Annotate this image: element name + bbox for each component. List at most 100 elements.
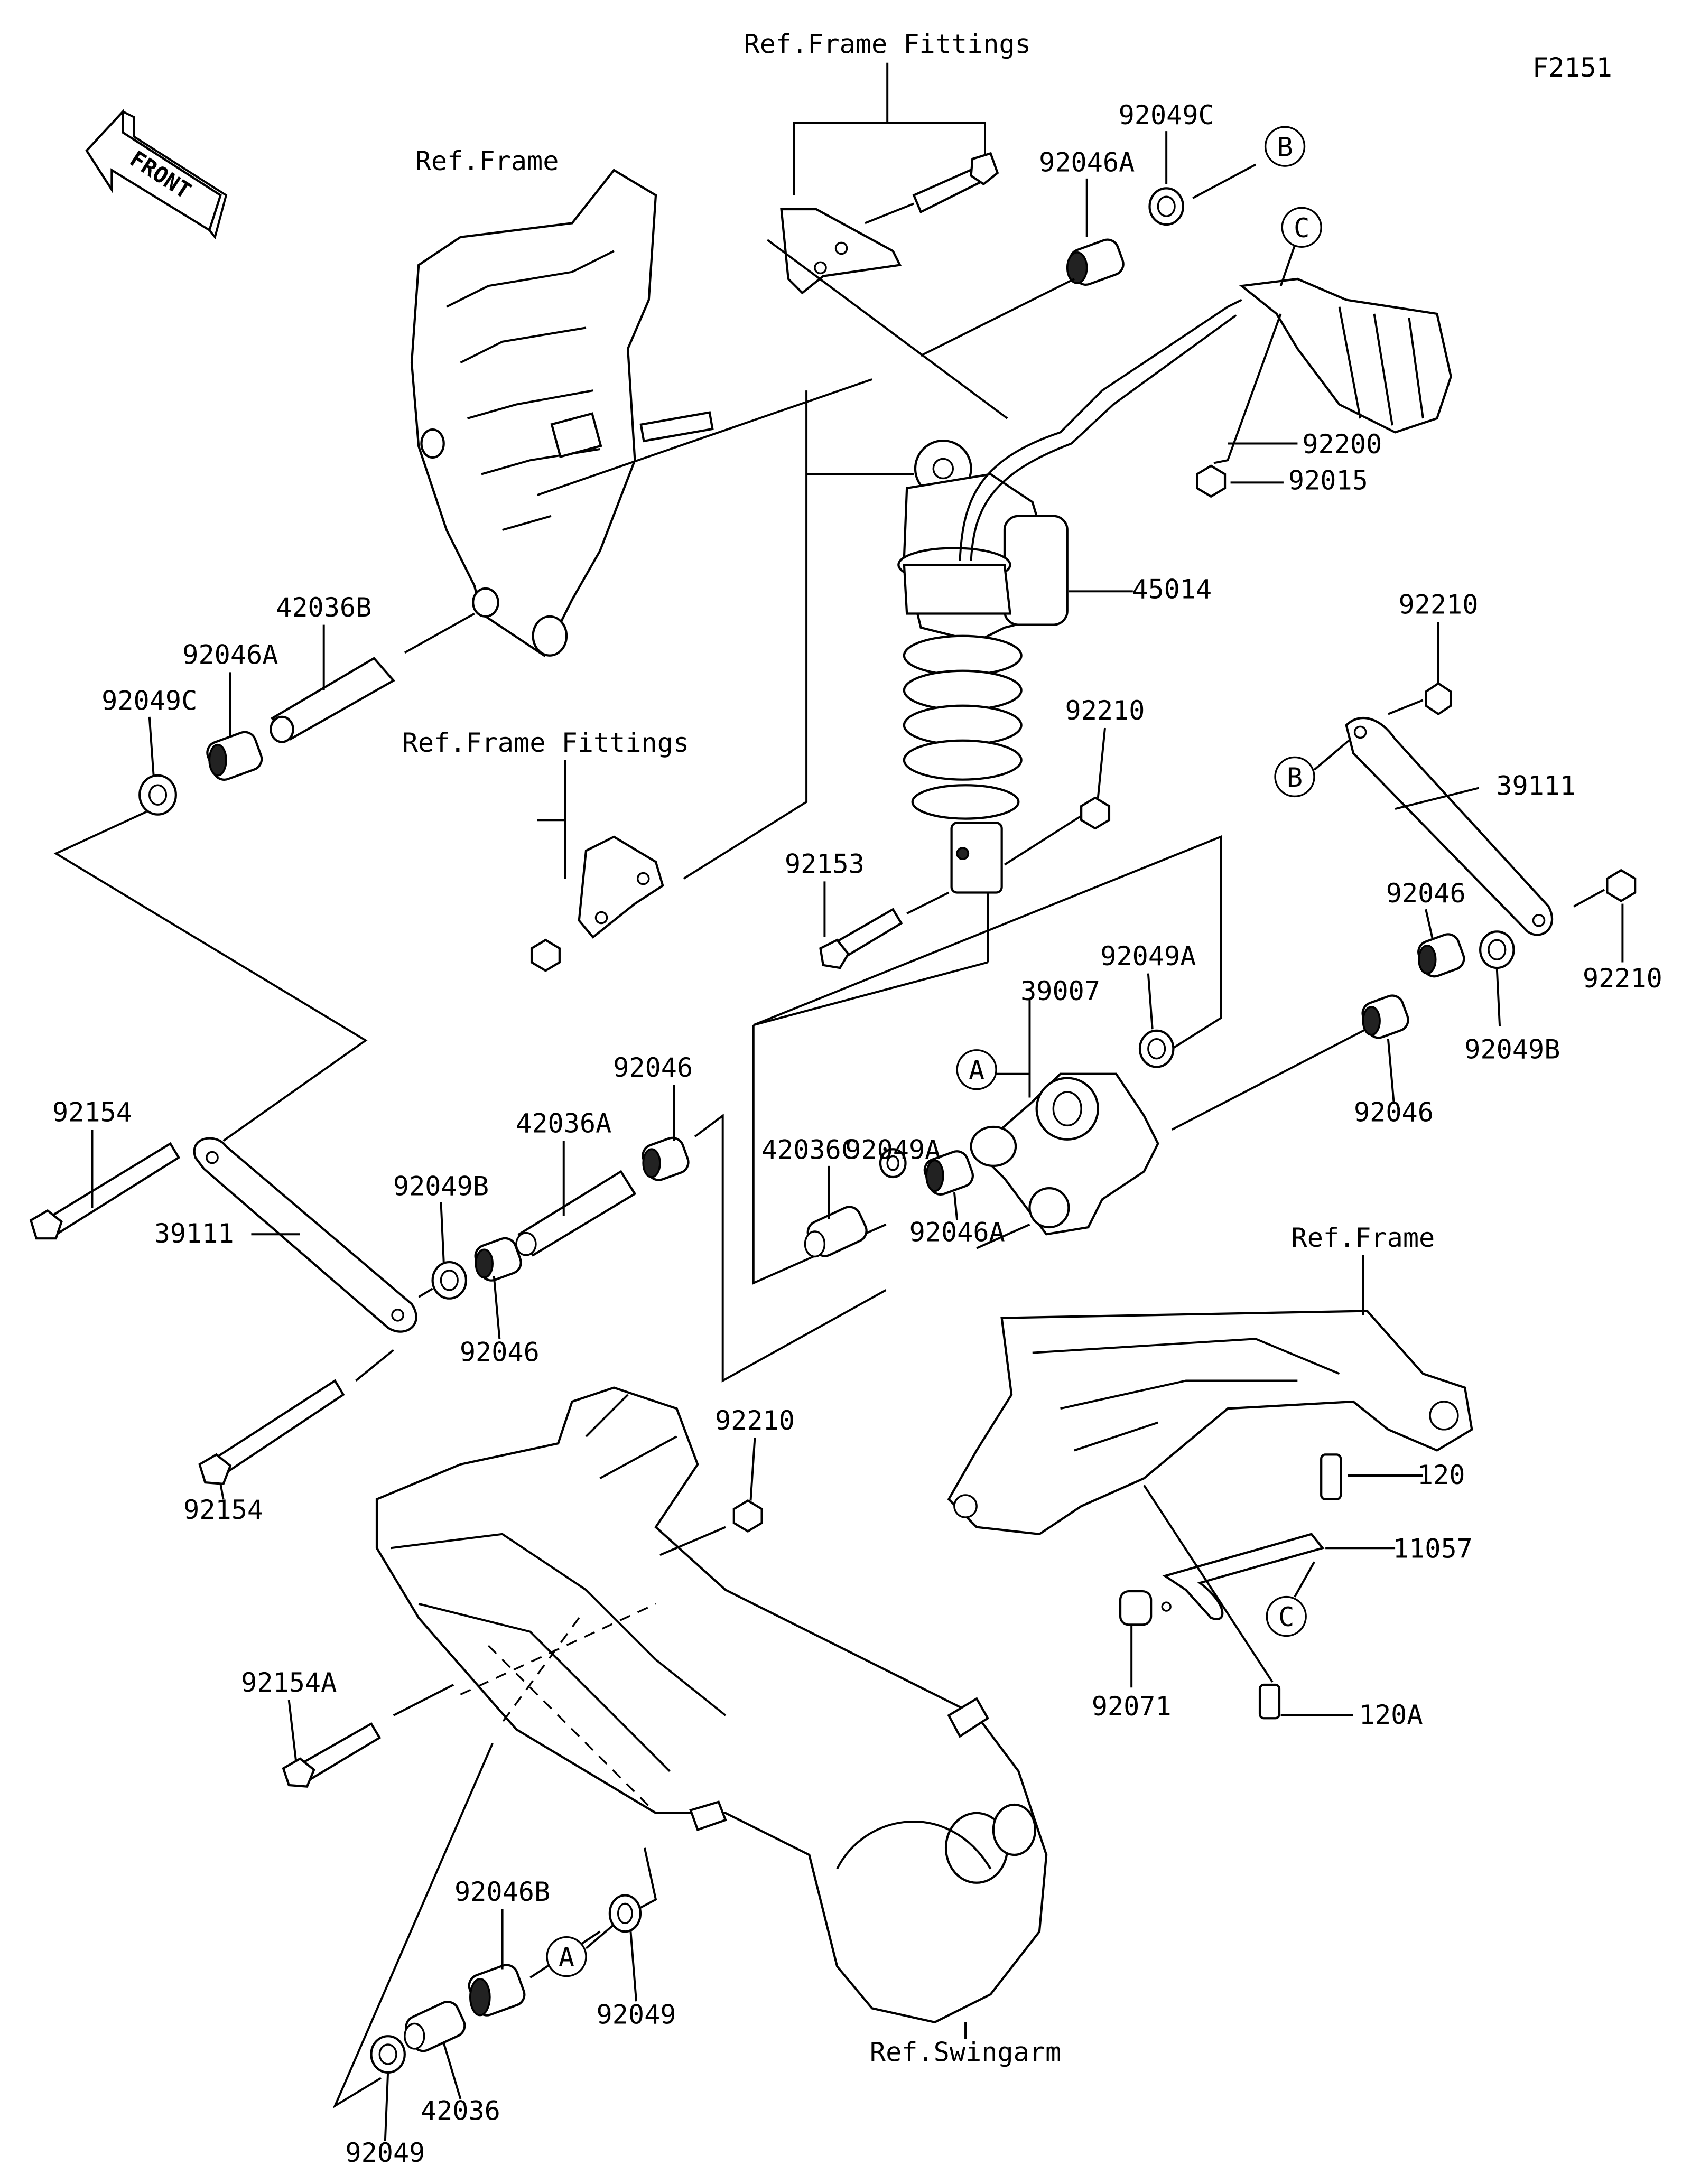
diagram-id: F2151 [1532, 52, 1612, 83]
callout-letter-c1: C [1294, 212, 1309, 244]
bracket-line [793, 122, 986, 195]
leader-line [1192, 163, 1257, 199]
part-number-92210[interactable]: 92210 [1583, 963, 1662, 994]
leader-line [1313, 738, 1351, 771]
callout-circle-c1 [1281, 207, 1322, 248]
callout-circle-a1 [956, 1049, 997, 1090]
seal-92049-lower [370, 2035, 406, 2074]
leader-line [1294, 1561, 1315, 1598]
tie-rod-39111-left [193, 1137, 417, 1333]
part-number-92015[interactable]: 92015 [1288, 465, 1368, 496]
shock-remote-adjuster [1213, 277, 1452, 464]
ref-swingarm: Ref.Swingarm [870, 2037, 1061, 2068]
leader-line [749, 1438, 756, 1501]
frame-fitting-bracket-top [780, 208, 902, 295]
leader-line [629, 1931, 637, 2002]
ref-frame-top: Ref.Frame [415, 145, 559, 176]
seal-92049A-left [879, 1148, 907, 1179]
bearing-92046B [468, 1964, 526, 2017]
part-number-92049[interactable]: 92049 [345, 2137, 425, 2168]
part-number-92154A[interactable]: 92154A [241, 1667, 337, 1698]
part-number-92046[interactable]: 92046 [1354, 1096, 1434, 1127]
part-number-39007[interactable]: 39007 [1020, 975, 1100, 1006]
bolt-92154-bottom [198, 1379, 345, 1486]
part-number-92210[interactable]: 92210 [1065, 695, 1145, 726]
collar-42036 [404, 2001, 466, 2052]
part-number-92046B[interactable]: 92046B [454, 1876, 550, 1907]
part-number-120A[interactable]: 120A [1359, 1699, 1423, 1730]
swingarm [375, 1386, 1048, 2024]
callout-circle-b2 [1274, 756, 1315, 798]
nut-92015 [1196, 464, 1227, 498]
part-number-39111[interactable]: 39111 [1496, 770, 1576, 801]
part-number-92049A[interactable]: 92049A [845, 1134, 941, 1165]
part-number-120[interactable]: 120 [1417, 1459, 1465, 1490]
bolt-120A [1258, 1683, 1281, 1720]
callout-letter-c2: C [1278, 1601, 1294, 1632]
part-number-92200[interactable]: 92200 [1302, 428, 1382, 460]
rocker-arm-39007 [970, 1072, 1159, 1236]
leader-line [384, 2072, 389, 2141]
part-number-11057[interactable]: 11057 [1393, 1533, 1473, 1564]
leader-line [287, 1700, 297, 1760]
collar-42036C [804, 1206, 868, 1258]
nut-92210-right [1606, 869, 1637, 902]
frame-part-right [947, 1310, 1473, 1536]
part-number-92049A[interactable]: 92049A [1100, 940, 1196, 972]
part-number-92049C[interactable]: 92049C [101, 685, 197, 716]
leader-line [1495, 969, 1501, 1027]
collar-42036B [270, 657, 395, 743]
front-arrow-logo: FRONT [85, 108, 228, 240]
nut-92210-swingarm [732, 1499, 763, 1533]
bearing-92046-right-1 [1417, 933, 1465, 978]
callout-letter-a1: A [969, 1054, 984, 1086]
leader-line [585, 1924, 615, 1949]
part-number-92046[interactable]: 92046 [1386, 878, 1466, 909]
part-number-92153[interactable]: 92153 [785, 848, 865, 880]
part-number-92210[interactable]: 92210 [1398, 589, 1478, 620]
seal-92049B-right [1479, 930, 1515, 969]
part-number-92046A[interactable]: 92046A [182, 639, 278, 670]
frame-fitting-bracket-mid [530, 835, 664, 972]
ref-frame-fittings-mid: Ref.Frame Fittings [402, 727, 689, 758]
tie-rod-39111-right [1345, 716, 1553, 936]
ref-frame-right: Ref.Frame [1292, 1222, 1435, 1253]
callout-letter-b2: B [1287, 762, 1303, 793]
leader-line [1147, 973, 1154, 1030]
part-number-39111[interactable]: 39111 [154, 1218, 234, 1249]
bearing-92046-left-1 [474, 1237, 522, 1282]
part-number-92049[interactable]: 92049 [597, 1999, 676, 2030]
bolt-top [865, 152, 999, 225]
bearing-92046-left-2 [642, 1136, 690, 1181]
bearing-92046-right-2 [1361, 994, 1409, 1039]
part-number-92210[interactable]: 92210 [715, 1405, 795, 1436]
leader-line [1395, 787, 1479, 810]
part-number-42036A[interactable]: 42036A [516, 1108, 611, 1139]
seal-92049-upper [608, 1894, 642, 1933]
part-number-92049B[interactable]: 92049B [1464, 1034, 1560, 1065]
frame-part-top [410, 169, 714, 657]
seal-92049A-right [1138, 1029, 1175, 1068]
seal-92049C-left [138, 774, 177, 816]
part-number-92049B[interactable]: 92049B [393, 1170, 489, 1201]
part-number-92049C[interactable]: 92049C [1119, 99, 1214, 130]
leader-line [1425, 909, 1434, 940]
part-number-42036C[interactable]: 42036C [761, 1134, 857, 1165]
part-number-92046[interactable]: 92046 [613, 1052, 693, 1083]
part-number-92046[interactable]: 92046 [460, 1336, 540, 1367]
part-number-92154[interactable]: 92154 [183, 1494, 263, 1525]
part-number-42036B[interactable]: 42036B [276, 592, 371, 623]
part-number-92071[interactable]: 92071 [1092, 1691, 1172, 1722]
part-number-92046A[interactable]: 92046A [909, 1216, 1005, 1247]
leader-line [219, 1483, 225, 1500]
part-number-42036[interactable]: 42036 [421, 2095, 500, 2126]
part-number-45014[interactable]: 45014 [1132, 573, 1212, 604]
seal-92049C-top [1148, 187, 1184, 226]
part-number-92154[interactable]: 92154 [52, 1096, 132, 1127]
part-number-92046A[interactable]: 92046A [1039, 147, 1135, 178]
ref-frame-fittings-top: Ref.Frame Fittings [744, 28, 1031, 59]
bearing-92046A-left [206, 731, 263, 781]
leader-line [1387, 1039, 1395, 1102]
leader-line [953, 1192, 959, 1221]
bolt-92153 [819, 908, 903, 969]
